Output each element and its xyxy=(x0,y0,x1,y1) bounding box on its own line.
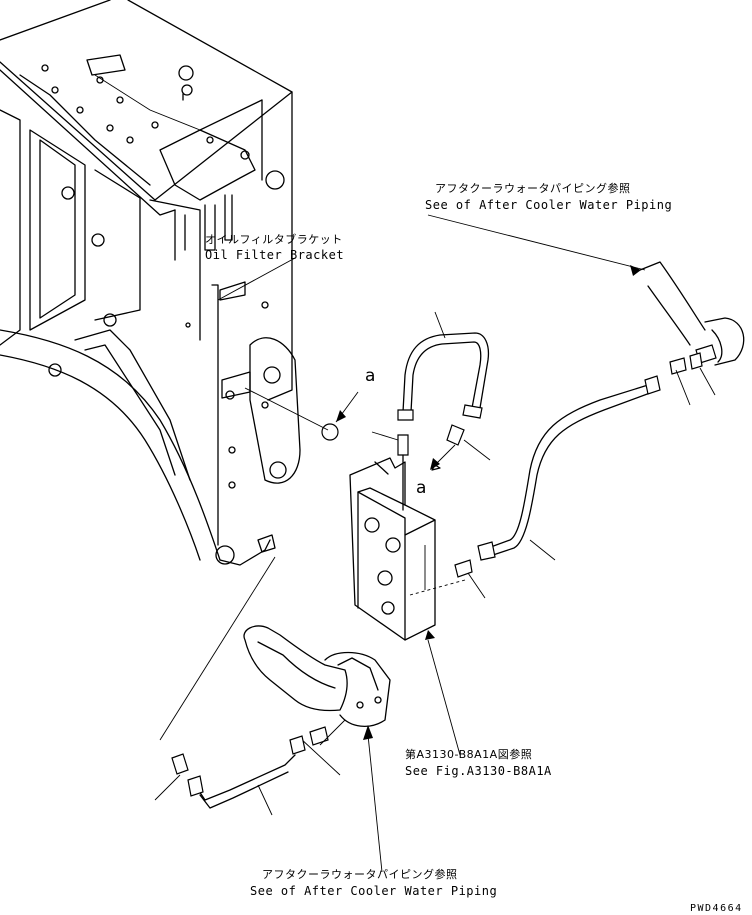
right-hose xyxy=(454,375,661,599)
oil-filter-bracket-label-jp: オイルフィルタブラケット xyxy=(205,233,343,246)
callout-a-upper: a xyxy=(365,366,376,386)
callout-a-lower: a xyxy=(416,478,427,498)
after-cooler-bottom-label-jp: アフタクーラウォータパイピング参照 xyxy=(262,868,458,881)
fig-ref-label-en: See Fig.A3130-B8A1A xyxy=(405,764,552,778)
oil-filter-bracket-label-en: Oil Filter Bracket xyxy=(205,248,345,262)
after-cooler-top-label-en: See of After Cooler Water Piping xyxy=(425,198,673,212)
fittings-a xyxy=(371,424,491,511)
after-cooler-top-label-jp: アフタクーラウォータパイピング参照 xyxy=(435,182,631,195)
after-cooler-bottom-label-en: See of After Cooler Water Piping xyxy=(250,884,498,898)
arrow-heads xyxy=(336,265,641,740)
lower-elbow xyxy=(243,625,391,776)
filter-block xyxy=(349,457,466,641)
engine-block xyxy=(0,0,339,566)
fig-ref-label-jp: 第A3130-B8A1A図参照 xyxy=(405,748,533,761)
lower-tube xyxy=(154,735,306,816)
drawing-code: PWD4664 xyxy=(690,903,743,914)
u-pipe xyxy=(397,311,490,421)
upper-right-fittings xyxy=(639,261,745,406)
leader-lines xyxy=(159,214,646,873)
